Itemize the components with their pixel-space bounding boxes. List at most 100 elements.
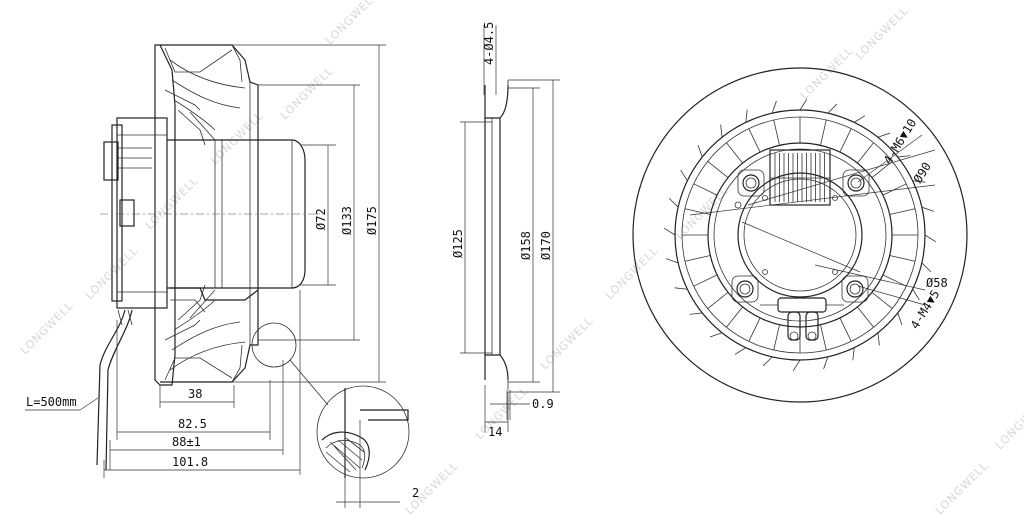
detail-2-label: 2: [412, 486, 419, 500]
blade-spoke: [726, 306, 743, 328]
dim-72-label: Ø72: [314, 208, 328, 230]
dim-158-label: Ø158: [519, 231, 533, 260]
blade-spoke: [871, 292, 893, 309]
blade-tick: [877, 132, 891, 138]
cable: [96, 309, 126, 466]
blade-tick: [697, 144, 703, 158]
detail-flange: [360, 409, 409, 421]
blade-spoke: [707, 292, 729, 309]
bolt-hole-bottom-right: [841, 275, 869, 303]
bolt-hole-top-left: [737, 169, 765, 197]
blade-spoke: [857, 142, 874, 164]
terminal-grille: [769, 149, 831, 206]
blade-tick: [734, 347, 746, 355]
watermark: LONGWELL: [853, 4, 911, 62]
blade-spoke: [882, 183, 907, 196]
impeller-backplate: [154, 44, 176, 386]
dim-88-label: 88±1: [172, 435, 201, 449]
terminal-block: [103, 141, 119, 181]
blade-tick: [924, 234, 937, 243]
blade-ticks: [663, 98, 937, 372]
watermark: LONGWELL: [933, 459, 991, 517]
blade-tick: [912, 289, 920, 301]
blade-spoke: [693, 274, 718, 287]
dim-125-label: Ø125: [451, 229, 465, 258]
blade-spoke: [684, 208, 711, 215]
blade-spoke: [889, 255, 916, 262]
watermark: LONGWELL: [18, 299, 76, 357]
outer-impeller-circle: [632, 67, 968, 403]
blade-tick: [689, 312, 703, 315]
blade-tick: [897, 312, 903, 326]
dim-0-9-label: 0.9: [532, 397, 554, 411]
hub-circle: [737, 172, 863, 298]
blade-tick: [921, 206, 935, 212]
blade-spoke: [839, 128, 852, 153]
dim-133-label: Ø133: [340, 206, 354, 235]
blade-tick: [823, 356, 829, 370]
bolt-hole-bottom-left: [731, 275, 759, 303]
holes-label: 4-Ø4.5: [482, 22, 496, 65]
blade-tick: [792, 359, 801, 372]
blade-spoke: [871, 161, 893, 178]
blade-tick: [854, 115, 866, 123]
watermark: LONGWELL: [143, 174, 201, 232]
blade-spoke: [748, 317, 761, 342]
blade-spoke: [693, 183, 718, 196]
motor-flange: [116, 117, 168, 309]
blade-tick: [912, 180, 926, 183]
blade-tick: [799, 98, 808, 111]
blade-spoke: [889, 208, 916, 215]
blade-tick: [663, 227, 676, 236]
bolt-hole-top-right: [842, 169, 870, 197]
blade-spoke: [684, 255, 711, 262]
detail-circle: [316, 385, 410, 479]
blade-spoke: [857, 306, 874, 328]
ring-profile-top: [485, 84, 509, 119]
motor-rotor: [167, 139, 306, 289]
dim-58-label: Ø58: [926, 276, 948, 290]
blade-tick: [665, 258, 679, 264]
cable-gland: [119, 199, 135, 227]
blade-tick: [897, 155, 911, 158]
watermark: LONGWELL: [278, 64, 336, 122]
blade-tick: [921, 262, 932, 273]
blade-tick: [709, 332, 723, 338]
blade-spoke: [882, 274, 907, 287]
blade-tick: [674, 287, 688, 290]
blade-tick: [771, 100, 777, 114]
ring-view: 4-Ø4.5 Ø125 Ø158 Ø170 0.9 14: [451, 22, 560, 439]
detail-view: 2: [316, 385, 419, 508]
blade-spoke: [839, 317, 852, 342]
blade-spoke: [726, 142, 743, 164]
front-view: 4-M6▼10 Ø90 Ø58 4-M4▼5: [632, 67, 968, 403]
cable-exit: [760, 297, 844, 341]
blade-curve: [169, 59, 246, 89]
thread-m4-label: 4-M4▼5: [908, 287, 943, 331]
blade-spoke: [820, 119, 827, 146]
ring-profile-bottom: [485, 354, 509, 381]
watermark: LONGWELL: [993, 394, 1024, 452]
dim-101-8-label: 101.8: [172, 455, 208, 469]
dim-170-label: Ø170: [539, 231, 553, 260]
dim-14-label: 14: [488, 425, 502, 439]
blade-tick: [668, 197, 679, 208]
watermark: LONGWELL: [208, 109, 266, 167]
cable-length-label: L=500mm: [26, 395, 77, 409]
watermark: LONGWELL: [603, 244, 661, 302]
dim-90-label: Ø90: [911, 160, 934, 186]
grille-lines: [770, 153, 830, 202]
dim-82-5-label: 82.5: [178, 417, 207, 431]
blade-tick: [745, 109, 748, 123]
blade-tick: [720, 124, 723, 138]
blade-tick: [852, 347, 855, 361]
blade-spoke: [773, 119, 780, 146]
blade-spoke: [773, 324, 780, 351]
blade-tick: [680, 169, 688, 181]
blade-spoke: [707, 161, 729, 178]
dim-38-label: 38: [188, 387, 202, 401]
watermark: LONGWELL: [538, 314, 596, 372]
blade-tick: [827, 103, 838, 114]
blade-spoke: [748, 128, 761, 153]
